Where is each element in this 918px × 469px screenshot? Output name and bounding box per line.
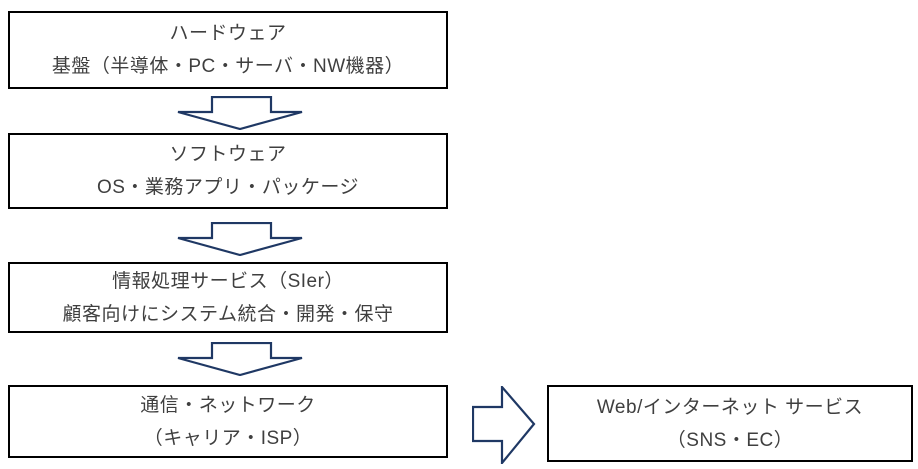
box-it-services-subtitle: 顧客向けにシステム統合・開発・保守 <box>62 303 394 325</box>
box-it-services: 情報処理サービス（SIer） 顧客向けにシステム統合・開発・保守 <box>8 262 448 333</box>
box-web-services: Web/インターネット サービス （SNS・EC） <box>547 385 913 462</box>
down-arrow-icon <box>177 222 303 256</box>
box-software: ソフトウェア OS・業務アプリ・パッケージ <box>8 133 448 209</box>
box-network: 通信・ネットワーク （キャリア・ISP） <box>8 385 448 458</box>
box-network-subtitle: （キャリア・ISP） <box>143 427 313 449</box>
box-hardware: ハードウェア 基盤（半導体・PC・サーバ・NW機器） <box>8 11 448 89</box>
down-arrow-icon <box>177 96 303 130</box>
box-web-services-title: Web/インターネット サービス <box>596 396 864 418</box>
down-arrow-icon <box>177 342 303 376</box>
right-arrow-icon <box>472 386 536 464</box>
box-software-title: ソフトウェア <box>169 144 287 165</box>
box-network-title: 通信・ネットワーク <box>140 394 316 416</box>
box-it-services-title: 情報処理サービス（SIer） <box>112 270 344 292</box>
box-hardware-title: ハードウェア <box>169 23 287 44</box>
box-software-subtitle: OS・業務アプリ・パッケージ <box>96 177 360 198</box>
box-web-services-subtitle: （SNS・EC） <box>666 429 794 451</box>
box-hardware-subtitle: 基盤（半導体・PC・サーバ・NW機器） <box>51 56 405 77</box>
